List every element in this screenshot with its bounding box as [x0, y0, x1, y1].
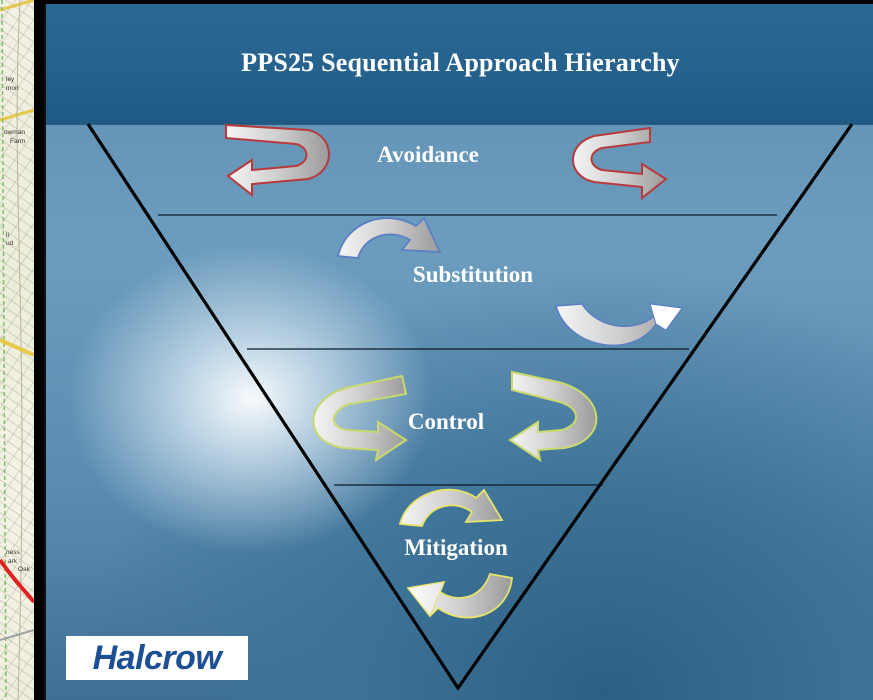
- map-roads: [0, 0, 34, 700]
- map-label: Farm: [10, 138, 26, 145]
- control-left-arrow-icon: [312, 374, 408, 463]
- map-label: ll: [6, 232, 9, 239]
- mitigation-bottom-arrow-icon: [406, 572, 513, 619]
- slide-title: PPS25 Sequential Approach Hierarchy: [241, 48, 680, 77]
- map-label: ud: [6, 240, 14, 247]
- background-map-strip: ley mon owman Farm ll ud ness ark Oak: [0, 0, 34, 700]
- level-label-mitigation: Mitigation: [404, 535, 508, 560]
- level-label-substitution: Substitution: [413, 262, 533, 287]
- map-label: ley: [6, 76, 15, 83]
- mitigation-top-arrow-icon: [398, 488, 504, 527]
- avoidance-right-arrow-icon: [572, 126, 668, 201]
- level-label-avoidance: Avoidance: [377, 142, 479, 167]
- map-label: ark: [8, 558, 18, 565]
- substitution-bottom-arrow-icon: [555, 302, 684, 347]
- level-label-control: Control: [408, 409, 484, 434]
- slide: PPS25 Sequential Approach Hierarchy: [44, 4, 873, 700]
- avoidance-left-arrow-icon: [225, 123, 330, 198]
- substitution-top-arrow-icon: [336, 216, 442, 259]
- hierarchy-triangle: [86, 123, 854, 691]
- map-label: owman: [4, 129, 25, 136]
- logo-text: Halcrow: [92, 639, 222, 677]
- title-bar: PPS25 Sequential Approach Hierarchy: [46, 4, 873, 125]
- map-label: mon: [6, 85, 19, 92]
- map-divider: [34, 0, 44, 700]
- map-label: Oak: [18, 566, 30, 573]
- map-label: ness: [6, 549, 20, 556]
- hierarchy-diagram: Avoidance Substitution Control Mitigatio…: [86, 123, 854, 691]
- halcrow-logo: Halcrow: [66, 636, 248, 680]
- control-right-arrow-icon: [508, 370, 598, 463]
